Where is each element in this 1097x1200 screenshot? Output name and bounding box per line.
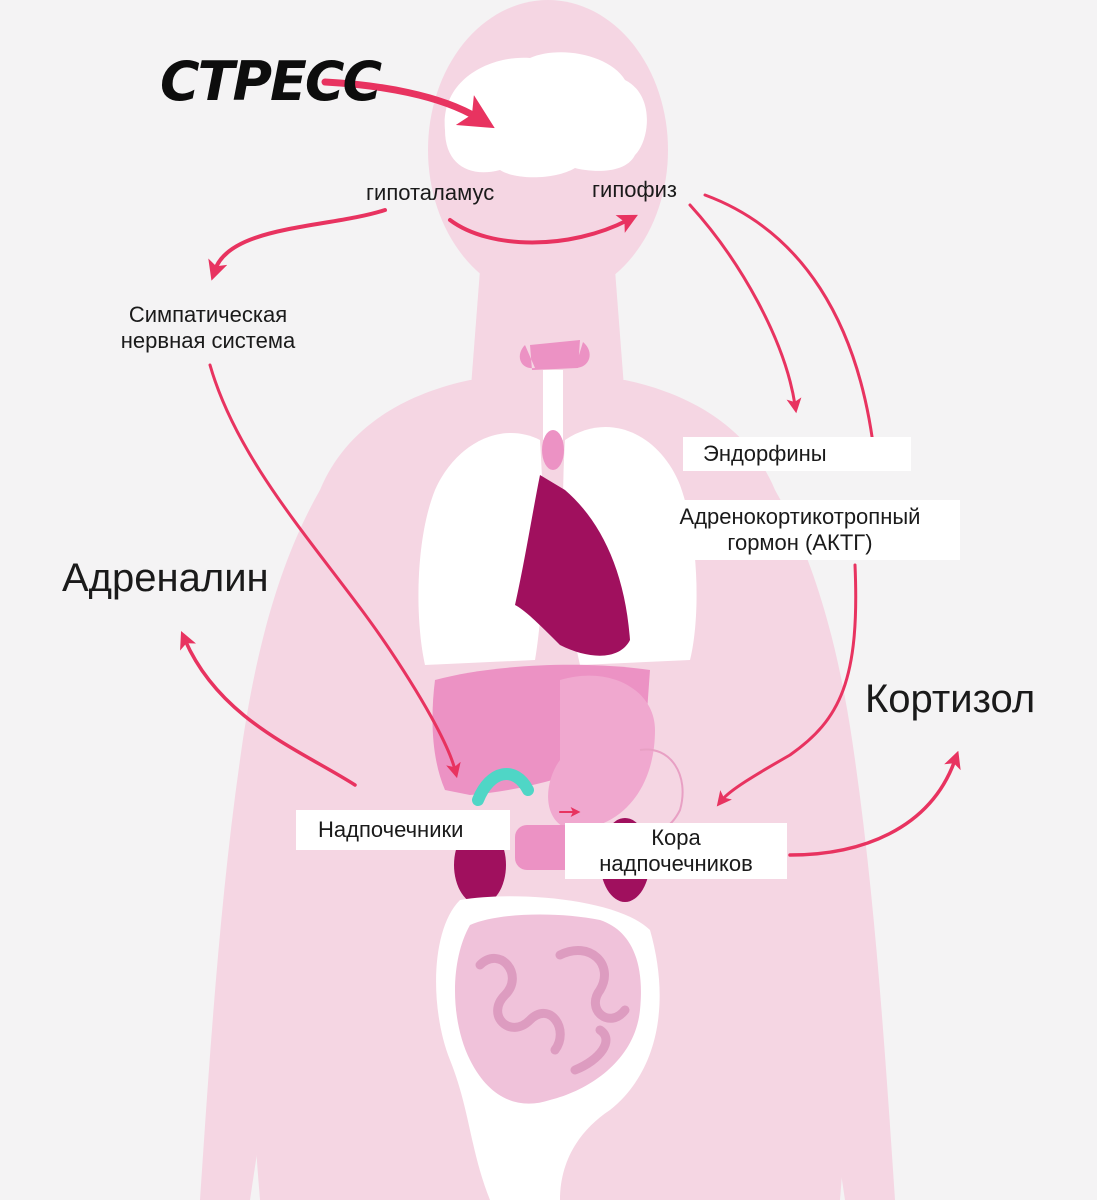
arrow-sympathetic-to-adrenals (208, 363, 461, 779)
cortex-line2: надпочечников (599, 851, 753, 876)
stress-title: СТРЕСС (160, 50, 382, 113)
arrow-adrenals-to-adrenaline (180, 631, 357, 787)
arrow-acth-to-cortex (716, 563, 858, 807)
cortex-line1: Кора (651, 825, 701, 850)
brain (444, 52, 647, 178)
label-pituitary: гипофиз (592, 177, 677, 202)
intestine-loops (475, 946, 630, 1075)
label-adrenaline: Адреналин (62, 556, 269, 600)
label-hypothalamus: гипоталамус (366, 180, 495, 205)
arrow-stress-to-brain (321, 78, 495, 129)
arrow-pituitary-to-acth (703, 193, 882, 469)
label-adrenal-glands: Надпочечники (296, 810, 510, 850)
arrows (180, 78, 961, 857)
left-lung (418, 433, 544, 665)
label-acth: Адренокортикотропный гормон (АКТГ) (640, 500, 960, 560)
arrow-hypothalamus-to-sympathetic (208, 208, 387, 281)
trachea (543, 370, 563, 440)
thyroid (519, 340, 590, 370)
acth-line2: гормон (АКТГ) (727, 530, 873, 555)
label-cortisol: Кортизол (865, 677, 1036, 721)
gallbladder (472, 768, 534, 806)
stomach (548, 675, 655, 830)
sympathetic-line1: Симпатическая (128, 302, 288, 327)
neck (470, 270, 625, 400)
label-endorphins: Эндорфины (683, 437, 911, 471)
larynx-node (542, 430, 564, 470)
heart (515, 475, 630, 656)
right-arm (775, 490, 895, 1200)
sympathetic-line2: нервная система (120, 328, 296, 353)
label-sympathetic-nervous-system: Симпатическая нервная система (108, 302, 308, 354)
arrow-pituitary-to-endorphins (688, 203, 802, 414)
left-arm (200, 490, 320, 1200)
arrow-hypothalamus-to-pituitary (448, 214, 638, 245)
label-adrenal-cortex: Кора надпочечников (565, 823, 787, 879)
arrow-cortex-to-cortisol (788, 750, 961, 857)
acth-line1: Адренокортикотропный (679, 504, 921, 529)
